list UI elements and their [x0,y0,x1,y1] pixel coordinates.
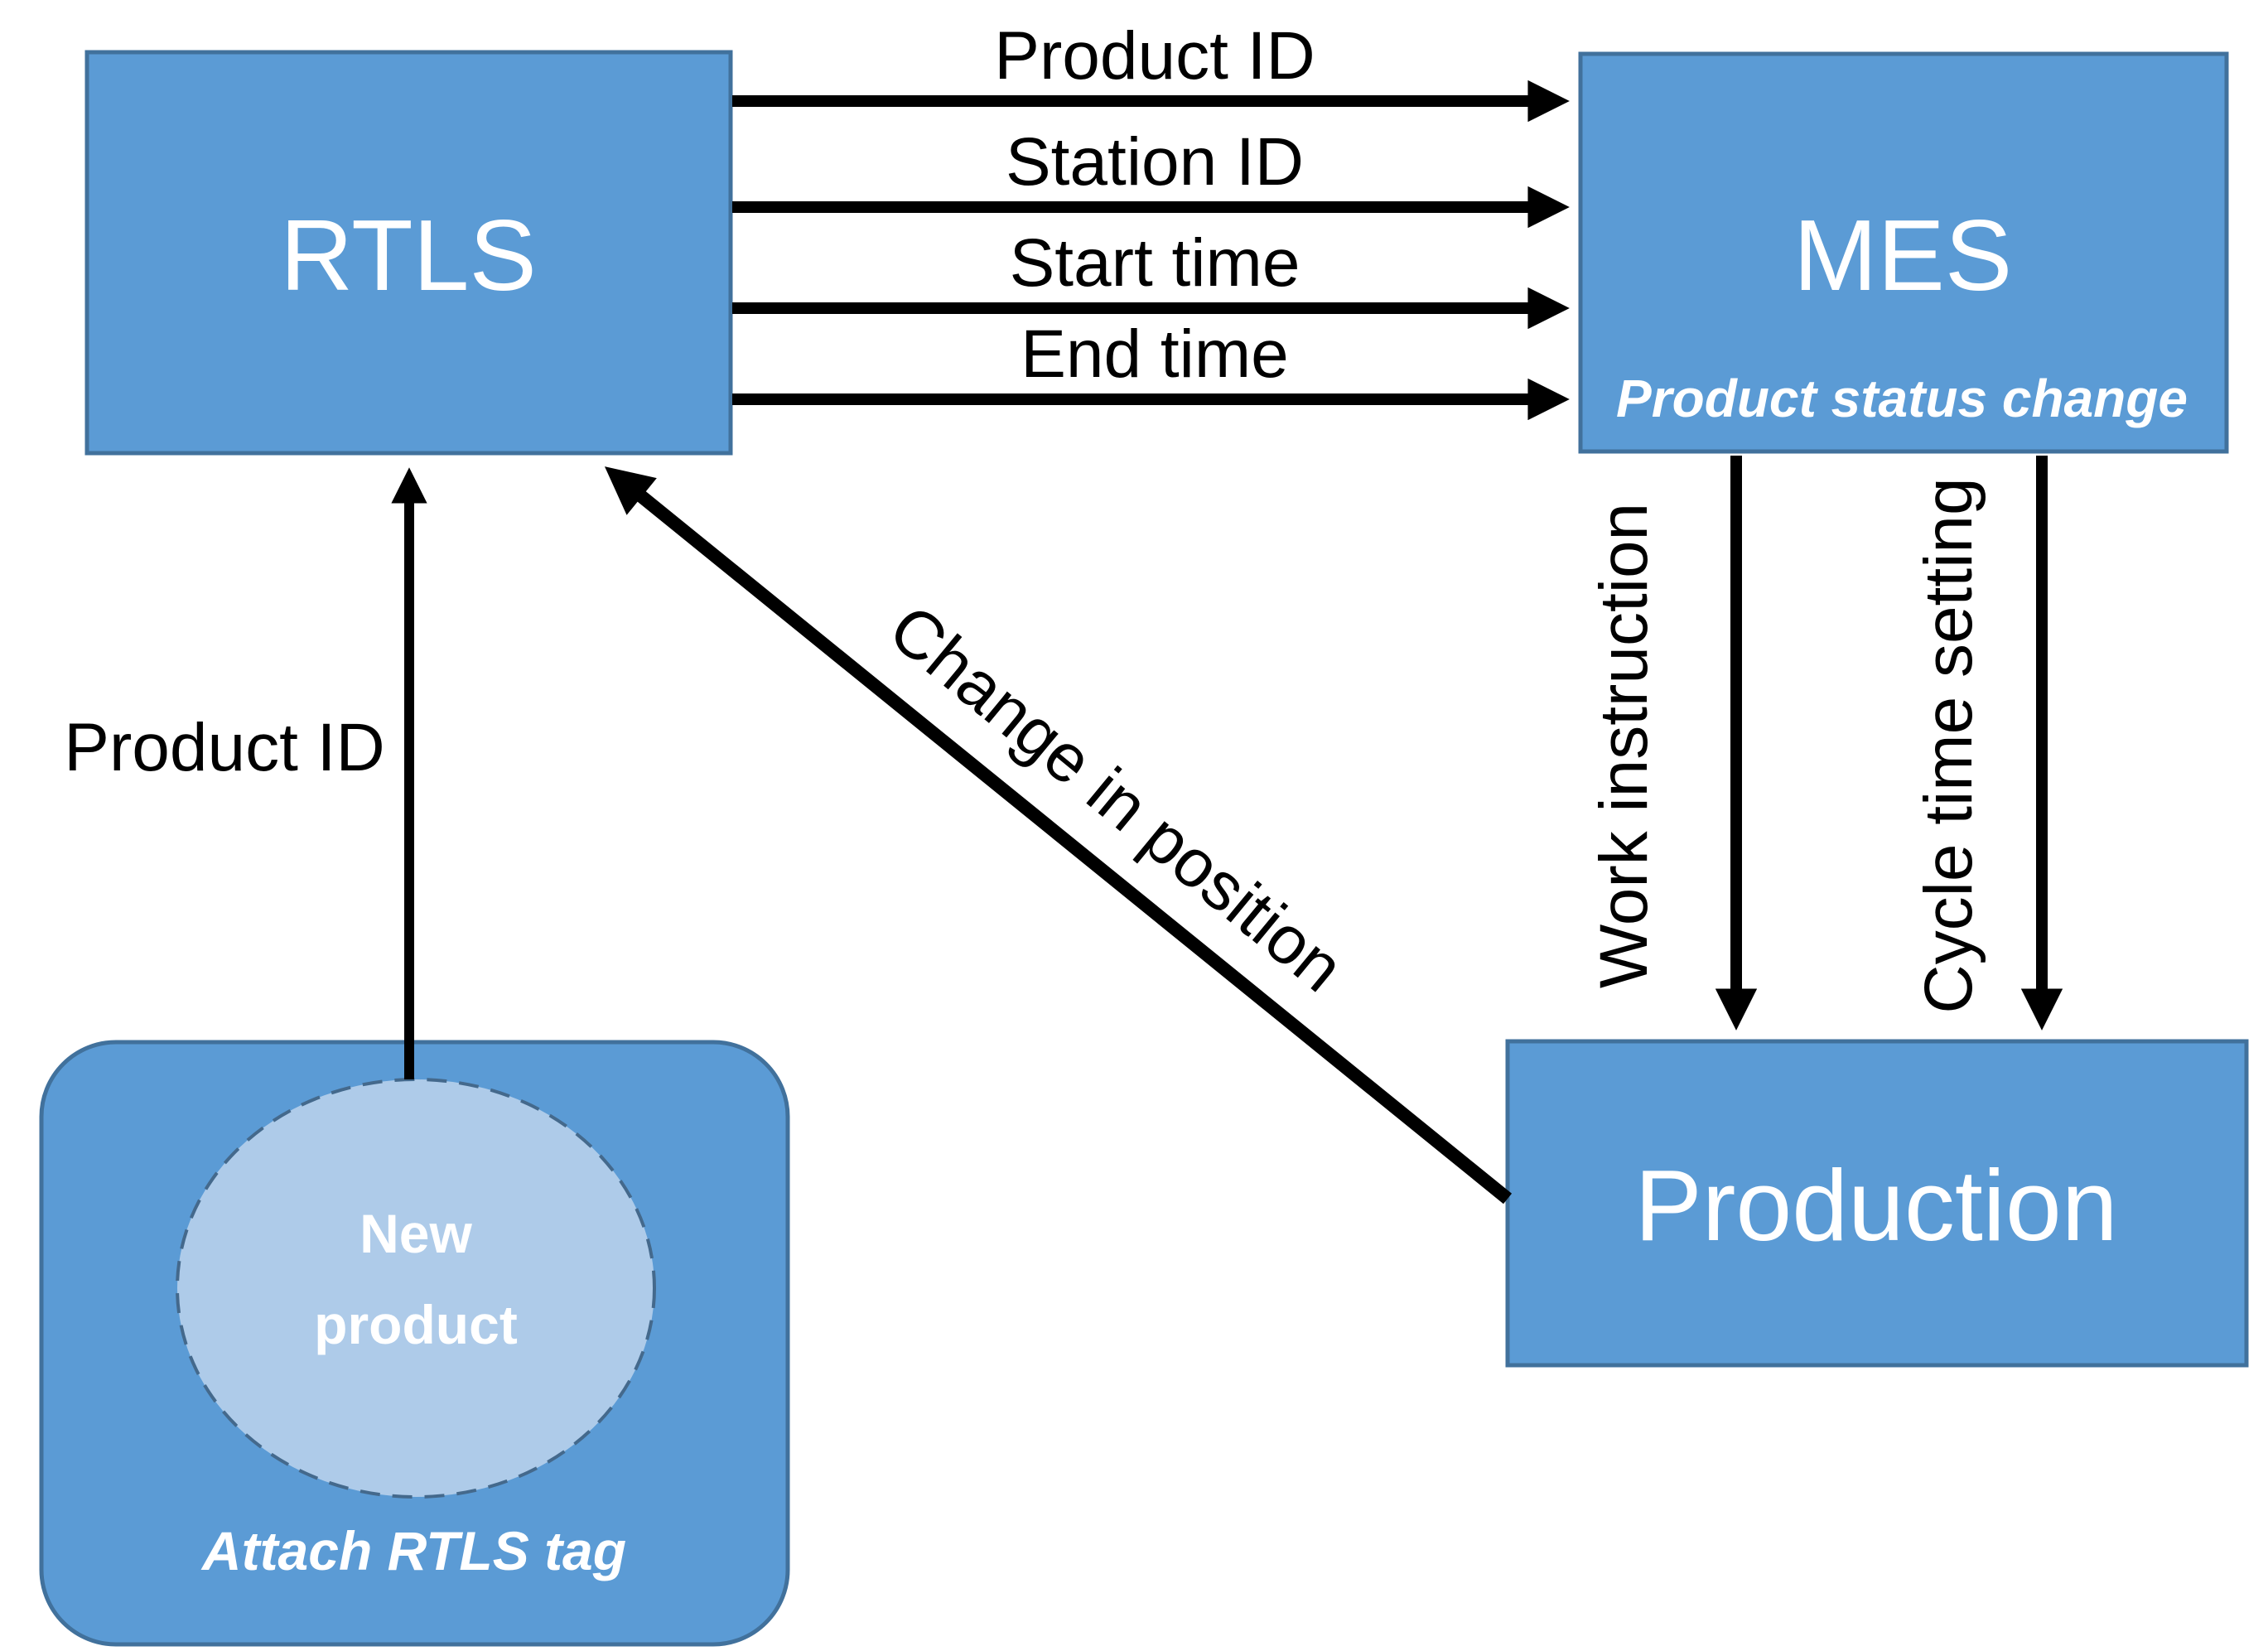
label-start-time: Start time [1010,225,1300,301]
production-label: Production [1634,1149,2117,1262]
mes-box [1578,51,2229,454]
new-product-circle [176,1078,656,1499]
mes-subtitle: Product status change [1616,369,2188,428]
label-work-instruction: Work instruction [1586,503,1662,988]
label-cycle-time-setting: Cycle time setting [1911,477,1986,1013]
new-product-label-line1: New [360,1203,472,1264]
label-product-id-top: Product ID [994,18,1315,94]
rtls-box [84,50,733,456]
label-product-id-left: Product ID [64,710,384,785]
arrow-production-to-rtls [604,466,1513,1204]
label-end-time: End time [1021,316,1289,392]
production-box [1505,1039,2249,1368]
mes-label: MES [1793,199,2012,311]
rtls-label: RTLS [280,199,537,311]
attach-rtls-tag-label: Attach RTLS tag [200,1520,626,1581]
label-station-id: Station ID [1006,124,1304,200]
new-product-label-line2: product [314,1294,518,1355]
label-change-in-position: Change in position [875,591,1357,1007]
